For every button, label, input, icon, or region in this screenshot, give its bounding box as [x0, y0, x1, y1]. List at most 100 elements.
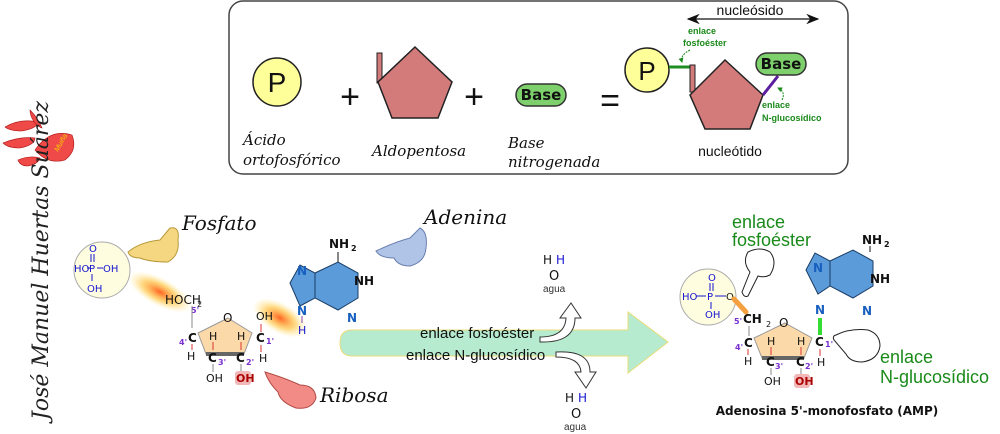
water-top: H H O agua — [543, 253, 566, 295]
legend-glycosidic-line1: enlace — [762, 100, 790, 110]
amp-oh2-highlight — [794, 374, 810, 388]
amp-phosphate-p: P — [707, 292, 713, 303]
amp-prime-2: 2' — [805, 362, 813, 371]
amp-oh2: OH — [795, 375, 814, 388]
ribose-c2: C — [236, 351, 245, 365]
amp-ch2-subscript: 2 — [766, 320, 771, 329]
amp-prime-5: 5' — [734, 317, 742, 326]
ribose-hoch2-subscript: 2 — [197, 300, 202, 309]
glycosidic-pointer — [777, 87, 784, 101]
amp-adenine-nh2-subscript: 2 — [884, 240, 890, 249]
amp-adenine-n3: N — [862, 304, 872, 318]
water-bottom: H H O agua — [564, 391, 587, 433]
phosphoester-pointer — [678, 49, 691, 63]
water-top-o: O — [549, 269, 559, 284]
amp-prime-1: 1' — [825, 340, 833, 349]
ribose-ring-o: O — [223, 311, 232, 325]
ribose-prime-5: 5' — [191, 306, 199, 315]
adenine-h9: H — [298, 324, 306, 337]
water-top-h1: H — [543, 253, 552, 267]
water-top-label: agua — [543, 284, 566, 295]
acid-caption-line2: ortofosfórico — [243, 151, 341, 169]
plus-sign-1: + — [340, 78, 360, 116]
water-bottom-h1: H — [565, 391, 574, 405]
amp-prime-4: 4' — [735, 343, 743, 352]
adenine-nh2-subscript: 2 — [351, 244, 357, 253]
product-glycosidic-line2: N-glucosídico — [880, 367, 989, 387]
legend-phosphoester-line2: fosfoéster — [683, 38, 727, 48]
phosphate-symbol: P — [252, 57, 302, 107]
nucleotide-phosphate-letter: P — [638, 56, 655, 86]
amp-ribose: CH 2 5' O C 4' H C 3' H OH C 2' H OH C 1… — [734, 312, 833, 388]
base-caption-line1: Base — [507, 134, 545, 152]
ribose-h3: H — [209, 330, 217, 343]
amp-phosphate-oh: OH — [705, 310, 720, 321]
ribose-oh2: OH — [236, 372, 255, 385]
base-pill-label: Base — [521, 86, 562, 104]
ribosa-hand-icon — [264, 371, 317, 409]
phosphoester-hand-icon — [741, 248, 775, 297]
adenine-molecule: N N H N NH NH 2 — [289, 237, 374, 337]
ribose-hoch2: HOCH — [165, 293, 201, 307]
phosphate-letter: P — [268, 67, 287, 98]
adenine-nh2: NH — [329, 237, 349, 251]
water-release-arrow-up — [539, 302, 582, 343]
phosphate-ho-left: HO — [74, 264, 90, 275]
ribose-c4: C — [188, 331, 197, 345]
base-pill: Base — [515, 83, 567, 107]
amp-c1: C — [815, 335, 824, 349]
ribose-c3: C — [208, 351, 217, 365]
amp-phosphate: O HO P O OH — [679, 268, 737, 326]
adenine-nh: NH — [354, 274, 374, 288]
amp-adenine-n9: N — [815, 303, 825, 317]
adenine-n9: N — [297, 304, 307, 318]
ribose-h1: H — [259, 352, 267, 365]
reaction-bond-2: enlace N-glucosídico — [406, 347, 545, 364]
ribose-prime-3: 3' — [218, 358, 226, 367]
amp-phosphate-ho: HO — [682, 292, 698, 303]
nucleoside-label: nucleósido — [717, 2, 784, 18]
ribose-oh2-highlight — [235, 371, 251, 385]
water-bottom-h2: H — [578, 391, 587, 405]
amp-adenine-n7: N — [813, 261, 823, 275]
amp-c2: C — [796, 355, 805, 369]
phosphate-p: P — [89, 264, 95, 275]
phosphate-oh-bottom: OH — [87, 284, 102, 295]
adenina-label: Adenina — [422, 205, 507, 229]
glycosidic-bond — [761, 75, 780, 96]
amp-phosphoester-bond — [731, 296, 749, 315]
author-signature: José Manuel Huertas Suárez — [29, 101, 54, 424]
equals-sign: = — [600, 82, 620, 120]
glycosidic-hand-icon — [832, 329, 881, 363]
amp-h4: H — [744, 355, 752, 368]
aldopentose-shape — [376, 45, 453, 119]
phosphoric-acid-molecule: O HO P OH OH — [73, 241, 131, 299]
phosphate-oh-highlight — [128, 271, 192, 313]
amp-c3: C — [766, 355, 775, 369]
amp-ch2: CH — [743, 312, 762, 326]
sugar-caption: Aldopentosa — [370, 142, 466, 160]
amp-link-o: O — [726, 292, 734, 303]
ribose-oh-highlight — [252, 298, 308, 338]
amp-prime-3: 3' — [775, 362, 783, 371]
water-bottom-o: O — [571, 407, 581, 422]
nucleotide-sugar — [689, 58, 764, 130]
nucleotide-base-label: Base — [761, 55, 802, 73]
ribose-oh1: OH — [256, 310, 273, 323]
nucleotide-label: nucleótido — [698, 143, 762, 159]
amp-h1: H — [817, 356, 825, 369]
adenine-n3: N — [347, 311, 357, 325]
amp-phosphate-o-top: O — [708, 273, 716, 284]
nucleotide-base: Base — [755, 52, 807, 76]
ribose-prime-1: 1' — [266, 337, 274, 346]
fosfato-label: Fosfato — [181, 211, 257, 235]
ribose-oh3: OH — [206, 372, 223, 385]
fosfato-hand-icon — [127, 227, 179, 263]
ribose-h2: H — [237, 330, 245, 343]
acid-caption-line1: Ácido — [241, 131, 286, 149]
phosphate-o-top: O — [89, 244, 97, 255]
reaction-arrow — [339, 311, 669, 375]
product-glycosidic-line1: enlace — [880, 347, 933, 367]
water-release-arrow-down — [555, 351, 597, 389]
